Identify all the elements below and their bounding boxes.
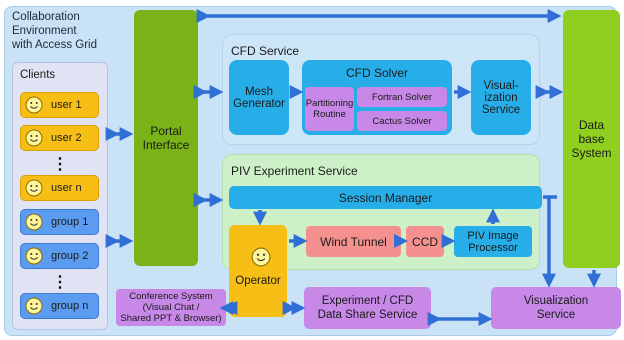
client-label: user n [51,182,82,194]
client-user-2[interactable]: user 2 [20,125,99,151]
environment-title-line: Collaboration [12,11,80,23]
operator[interactable]: Operator [229,225,287,317]
smiley-icon [25,179,43,197]
visualization-label-line: Service [536,309,576,321]
environment-title: Collaboration Environment with Access Gr… [12,10,122,52]
client-group-1[interactable]: group 1 [20,209,99,235]
visualization-label-line: Visualization [523,295,589,307]
client-user-n[interactable]: user n [20,175,99,201]
fortran-solver[interactable]: Fortran Solver [357,87,447,107]
conference-system[interactable]: Conference System(Visual Chat /Shared PP… [116,289,226,326]
database-label-line: System [571,146,612,160]
piv-processor-label-line: Processor [468,241,518,254]
smiley-icon [25,213,43,231]
visual-label-line: Service [481,103,521,116]
conference-label-line: (Visual Chat / [142,302,200,313]
client-label: user 2 [51,132,82,144]
smiley-icon [25,96,43,114]
session-manager[interactable]: Session Manager [229,186,542,209]
visual-label-line: Visual- [483,79,519,92]
cactus-solver[interactable]: Cactus Solver [357,111,447,131]
database-label-line: Data [578,118,605,132]
portal-label-line: Interface [142,138,190,152]
environment-title-line: with Access Grid [12,39,97,51]
client-group-n[interactable]: group n [20,293,99,319]
conference-label-line: Shared PPT & Browser) [120,313,222,324]
clients-title: Clients [20,69,56,81]
database-label-line: base [578,132,605,146]
partition-label-line: Routine [313,109,346,120]
cfd-service-title: CFD Service [231,44,300,58]
share-label-line: Experiment / CFD [321,295,414,307]
client-label: group 1 [51,216,89,228]
wind-tunnel[interactable]: Wind Tunnel [306,226,401,257]
ccd[interactable]: CCD [406,226,444,257]
data-share-service[interactable]: Experiment / CFD Data Share Service [304,287,431,329]
cfd-solver-title: CFD Solver [345,66,408,80]
smiley-icon [251,247,271,267]
portal-label-line: Portal [150,124,182,138]
share-label-line: Data Share Service [317,309,418,321]
piv-processor-label-line: PIV Image [467,229,519,242]
smiley-icon [25,129,43,147]
client-label: user 1 [51,99,82,111]
smiley-icon [25,247,43,265]
mesh-label-line: Mesh [244,85,274,98]
smiley-icon [25,297,43,315]
partition-label-line: Partitioning [305,98,354,109]
conference-label-line: Conference System [129,291,213,302]
piv-service-title: PIV Experiment Service [231,164,358,178]
visual-label-line: ization [484,91,518,104]
operator-label: Operator [235,275,281,287]
client-label: group 2 [51,250,89,262]
mesh-label-line: Generator [233,97,285,110]
client-group-2[interactable]: group 2 [20,243,99,269]
client-user-1[interactable]: user 1 [20,92,99,118]
environment-title-line: Environment [12,25,77,37]
client-label: group n [51,300,89,312]
